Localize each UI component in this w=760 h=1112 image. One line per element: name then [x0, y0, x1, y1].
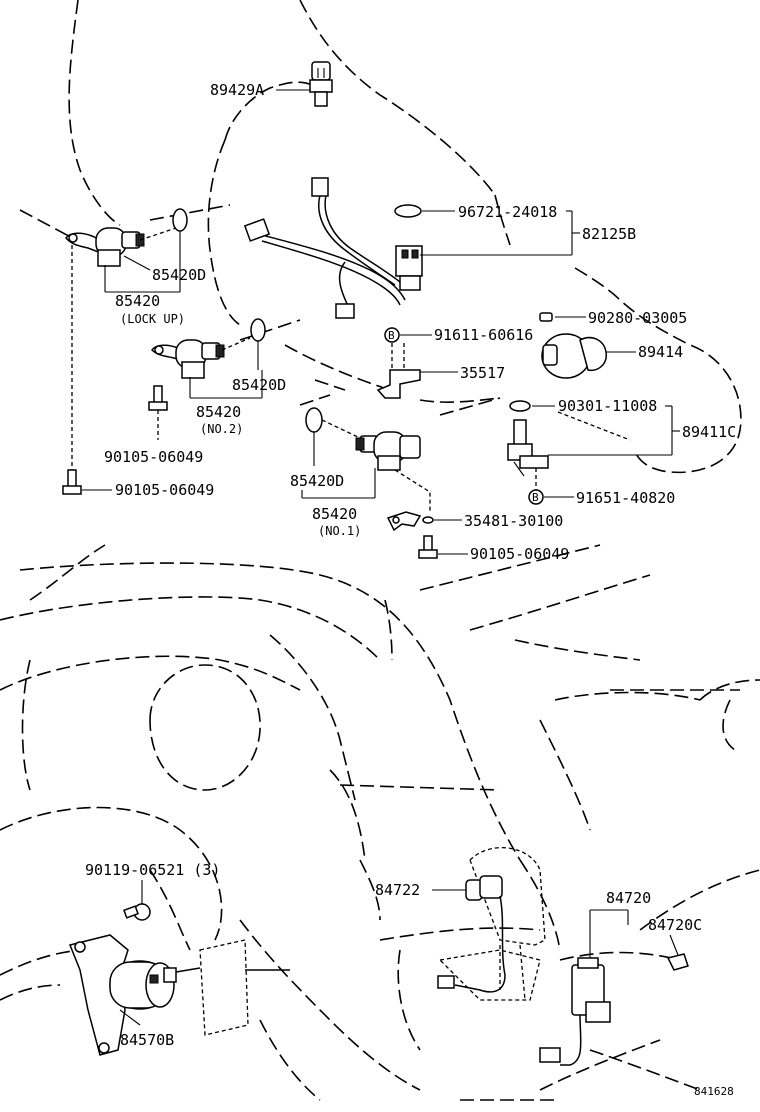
wire-harness-82125b	[243, 177, 423, 319]
label-90105-06049-c: 90105-06049	[470, 545, 569, 563]
label-90105-06049-b: 90105-06049	[115, 481, 214, 499]
label-84570b: 84570B	[120, 1031, 174, 1049]
transmission-outline	[19, 0, 742, 474]
o-ring-no1	[305, 407, 323, 433]
label-35481-30100: 35481-30100	[464, 512, 563, 530]
label-85420d-lockup: 85420D	[152, 266, 206, 284]
label-89414: 89414	[638, 343, 683, 361]
b-mark-2	[528, 489, 544, 505]
figure-reference: 841628	[694, 1085, 734, 1098]
o-ring-96721	[394, 204, 422, 218]
label-no2: (NO.2)	[200, 422, 243, 436]
b-mark-2-label: B	[532, 491, 539, 504]
label-91651-40820: 91651-40820	[576, 489, 675, 507]
label-84720c: 84720C	[648, 916, 702, 934]
label-35517: 35517	[460, 364, 505, 382]
sensor-89414	[541, 333, 607, 379]
label-85420d-no1: 85420D	[290, 472, 344, 490]
label-89411c: 89411C	[682, 423, 736, 441]
o-ring-90301	[509, 400, 531, 412]
actuator-84570b	[68, 934, 177, 1056]
solenoid-lockup	[65, 227, 177, 267]
label-82125b: 82125B	[582, 225, 636, 243]
screw-90119	[123, 903, 151, 921]
bolt-90105-c	[418, 535, 438, 559]
label-85420-no2: 85420	[196, 403, 241, 421]
label-89429a: 89429A	[210, 81, 264, 99]
label-96721-24018: 96721-24018	[458, 203, 557, 221]
bracket-35517	[376, 369, 421, 399]
b-mark-1	[384, 327, 400, 343]
label-85420-lockup: 85420	[115, 292, 160, 310]
shift-lever-housing	[438, 847, 546, 1001]
switch-84720	[539, 957, 611, 1066]
o-ring-lockup	[172, 208, 188, 232]
label-84720: 84720	[606, 889, 651, 907]
label-91611-60616: 91611-60616	[434, 326, 533, 344]
label-90105-06049-a: 90105-06049	[104, 448, 203, 466]
bolt-90105-b	[62, 469, 82, 495]
clip-90280	[539, 312, 553, 322]
solenoid-no2	[151, 337, 251, 379]
label-90280-03005: 90280-03005	[588, 309, 687, 327]
label-no1: (NO.1)	[318, 524, 361, 538]
label-lockup: (LOCK UP)	[120, 312, 185, 326]
heat-shield	[175, 939, 290, 1036]
sensor-89429a	[309, 61, 333, 107]
b-mark-1-label: B	[388, 329, 395, 342]
label-90301-11008: 90301-11008	[558, 397, 657, 415]
label-85420-no1: 85420	[312, 505, 357, 523]
label-85420d-no2: 85420D	[232, 376, 286, 394]
bolt-90105-a	[148, 385, 168, 440]
solenoid-no1	[355, 431, 421, 471]
label-84722: 84722	[375, 881, 420, 899]
sensor-89411c	[507, 419, 549, 477]
o-ring-no2	[250, 318, 266, 342]
switch-84722	[437, 875, 506, 993]
body-outline	[0, 544, 760, 1101]
clip-84720c	[666, 953, 689, 971]
label-90119-06521: 90119-06521 (3)	[85, 861, 220, 879]
bracket-35481	[386, 511, 434, 532]
